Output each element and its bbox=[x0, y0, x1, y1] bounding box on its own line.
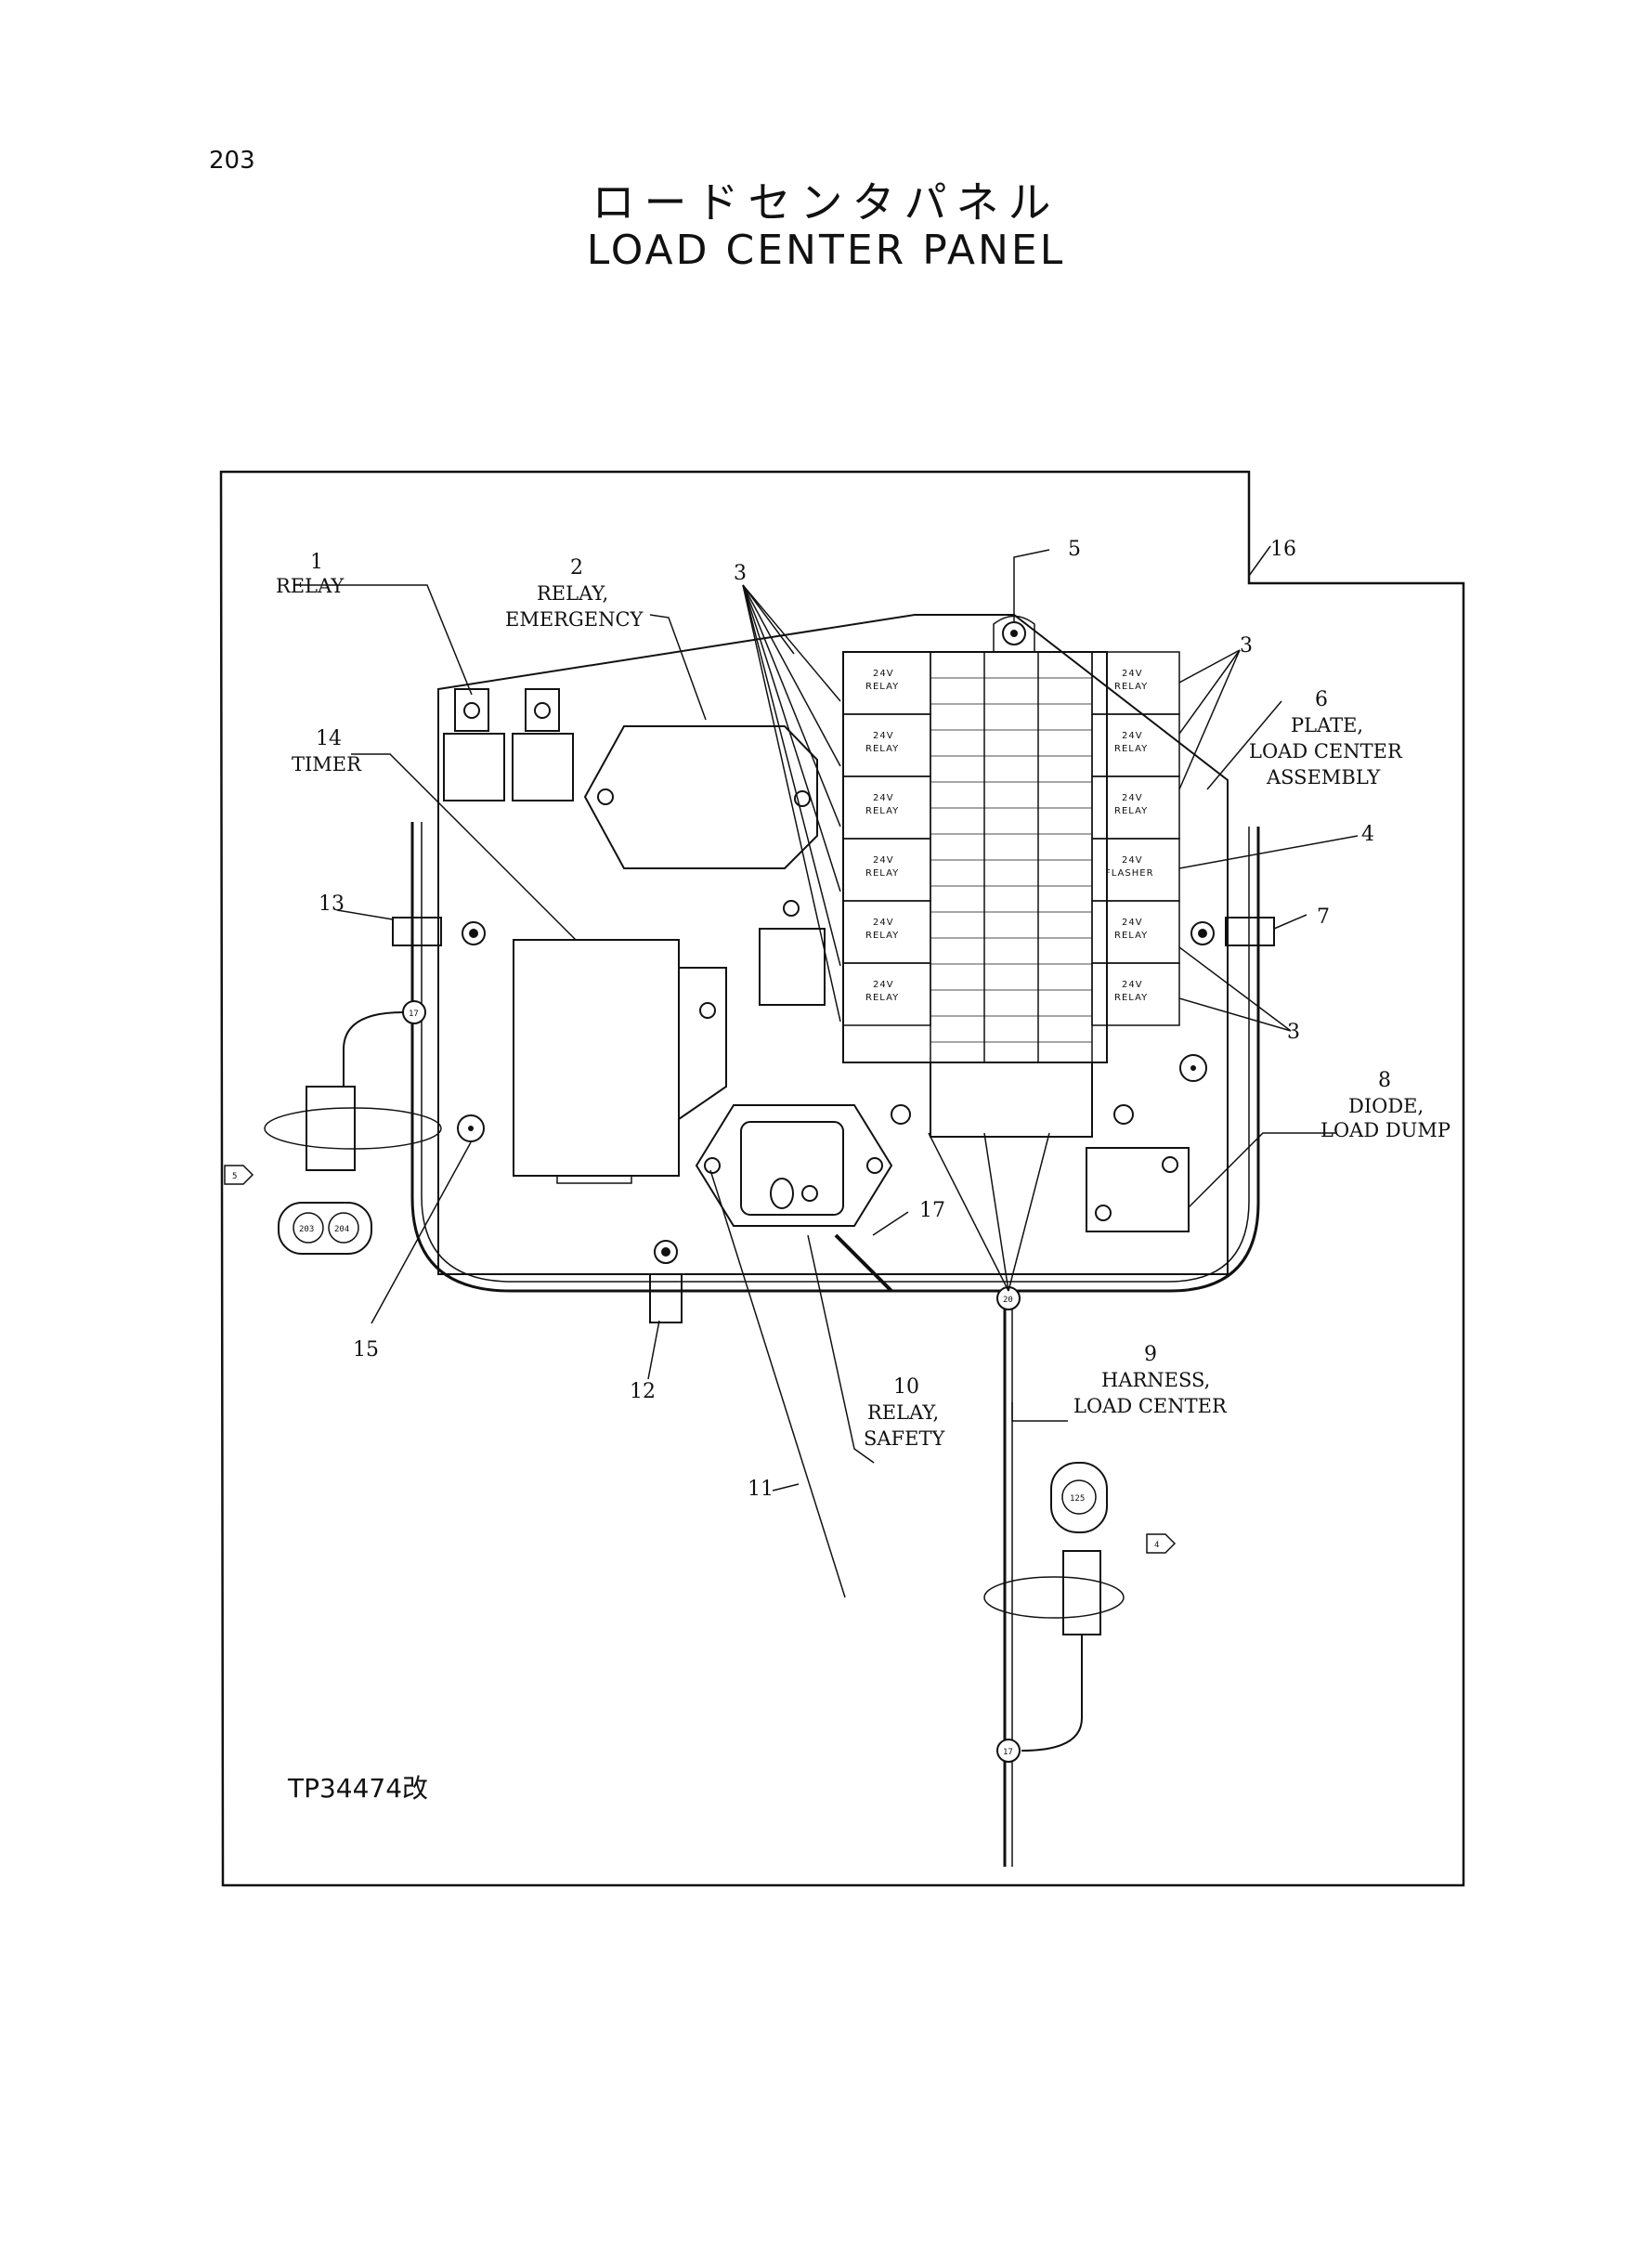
relay-label: RELAY bbox=[1114, 993, 1148, 1003]
relay-label: RELAY bbox=[865, 682, 899, 692]
connector-tag: 20 bbox=[1003, 1296, 1013, 1305]
connector-face-203-204 bbox=[278, 1202, 372, 1255]
relay-label: RELAY bbox=[1114, 744, 1148, 754]
relay-label-voltage: 24V bbox=[873, 918, 894, 928]
callout-name-relay: RELAY, bbox=[537, 582, 608, 605]
callout-number-6: 6 bbox=[1315, 688, 1328, 711]
connector-tag: 5 bbox=[232, 1172, 237, 1181]
relay-label-voltage: 24V bbox=[1122, 980, 1143, 990]
right-relay-column bbox=[1091, 651, 1180, 1026]
callout-name-safety: SAFETY bbox=[864, 1427, 945, 1450]
relay-label-voltage: 24V bbox=[1122, 918, 1143, 928]
callout-number-10: 10 bbox=[893, 1375, 919, 1399]
relay-label-voltage: 24V bbox=[1122, 731, 1143, 741]
timer-body bbox=[513, 939, 680, 1177]
page-title: LOAD CENTER PANEL bbox=[586, 227, 1066, 274]
relay-label: RELAY bbox=[865, 868, 899, 879]
callout-name-harness: HARNESS, bbox=[1101, 1369, 1210, 1391]
clamp-7 bbox=[1225, 917, 1275, 946]
relay-emergency-body bbox=[583, 725, 818, 869]
mount-hole bbox=[457, 1114, 485, 1142]
page-number: 203 bbox=[209, 147, 255, 175]
callout-number-7: 7 bbox=[1317, 905, 1330, 929]
callout-name-assembly: ASSEMBLY bbox=[1266, 766, 1381, 788]
relay-label-voltage: 24V bbox=[1122, 855, 1143, 866]
callout-number-15: 15 bbox=[353, 1338, 379, 1362]
callout-name-plate: PLATE, bbox=[1291, 714, 1363, 736]
callout-name-load-center: LOAD CENTER bbox=[1249, 740, 1403, 762]
relay-label-voltage: 24V bbox=[1122, 793, 1143, 803]
callout-number-1: 1 bbox=[310, 551, 323, 574]
relay-label-voltage: 24V bbox=[873, 855, 894, 866]
relay-label: RELAY bbox=[1114, 806, 1148, 816]
relay-label: RELAY bbox=[865, 931, 899, 941]
callout-name-load-dump: LOAD DUMP bbox=[1320, 1119, 1450, 1141]
callout-name-relay: RELAY, bbox=[867, 1401, 939, 1424]
callout-number-3: 3 bbox=[1240, 634, 1253, 658]
page-title-japanese: ロードセンタパネル bbox=[592, 177, 1060, 228]
callout-name-diode: DIODE, bbox=[1348, 1095, 1424, 1117]
connector-tag: 203 bbox=[299, 1225, 314, 1234]
callout-number-2: 2 bbox=[570, 556, 583, 580]
relay-label-voltage: 24V bbox=[873, 980, 894, 990]
callout-number-4: 4 bbox=[1361, 823, 1374, 846]
clamp-12 bbox=[649, 1273, 683, 1323]
mount-hole bbox=[1179, 1054, 1207, 1082]
harness-loop-outer bbox=[410, 822, 1260, 1293]
relay-label-voltage: 24V bbox=[873, 731, 894, 741]
clamp-13 bbox=[392, 917, 442, 946]
diode-load-dump bbox=[1086, 1147, 1190, 1232]
relay-label: RELAY bbox=[865, 993, 899, 1003]
relay-label: RELAY bbox=[1114, 682, 1148, 692]
relay-1-base bbox=[443, 733, 505, 801]
connector-tag: 125 bbox=[1070, 1494, 1085, 1504]
callout-number-9: 9 bbox=[1144, 1343, 1157, 1366]
callout-number-11: 11 bbox=[748, 1478, 774, 1501]
flasher-label: FLASHER bbox=[1105, 868, 1154, 879]
leader-lines bbox=[293, 545, 1359, 1598]
relay-emergency-a-base bbox=[512, 733, 574, 801]
fuse-rows bbox=[930, 677, 1092, 1043]
callout-number-16: 16 bbox=[1270, 538, 1296, 561]
relay-label: RELAY bbox=[1114, 931, 1148, 941]
callout-name-emergency: EMERGENCY bbox=[505, 608, 644, 631]
callout-number-3: 3 bbox=[1287, 1021, 1300, 1044]
callout-name-relay: RELAY bbox=[276, 575, 345, 597]
callout-number-17: 17 bbox=[919, 1199, 945, 1222]
callout-number-8: 8 bbox=[1378, 1069, 1391, 1092]
relay-safety-body bbox=[695, 1104, 893, 1227]
load-center-plate bbox=[437, 614, 1229, 1275]
harness-loop-inner bbox=[421, 822, 1250, 1283]
lower-connector bbox=[1062, 1550, 1101, 1635]
left-connector bbox=[306, 1086, 356, 1171]
relay-label-voltage: 24V bbox=[873, 793, 894, 803]
drawing-number: TP34474改 bbox=[287, 1773, 428, 1804]
left-relay-column bbox=[842, 651, 931, 1026]
relay-small-center bbox=[759, 928, 826, 1006]
relay-label: RELAY bbox=[865, 744, 899, 754]
relay-label: RELAY bbox=[865, 806, 899, 816]
connector-tag: 4 bbox=[1154, 1541, 1159, 1550]
relay-1-terminal bbox=[454, 688, 489, 732]
callout-number-12: 12 bbox=[630, 1380, 656, 1403]
callout-number-3: 3 bbox=[734, 562, 747, 585]
callout-number-14: 14 bbox=[316, 727, 342, 750]
figure-frame bbox=[219, 470, 1465, 1887]
connector-tag: 17 bbox=[1003, 1748, 1013, 1757]
connector-tag: 17 bbox=[409, 1010, 419, 1019]
relay-label-voltage: 24V bbox=[873, 669, 894, 679]
connector-tag: 204 bbox=[334, 1225, 349, 1234]
callout-name-timer: TIMER bbox=[292, 753, 362, 775]
relay-label-voltage: 24V bbox=[1122, 669, 1143, 679]
connector-face-125 bbox=[1050, 1462, 1108, 1533]
callout-number-13: 13 bbox=[319, 892, 345, 916]
callout-number-5: 5 bbox=[1068, 538, 1081, 561]
callout-name-load-center: LOAD CENTER bbox=[1073, 1395, 1228, 1417]
